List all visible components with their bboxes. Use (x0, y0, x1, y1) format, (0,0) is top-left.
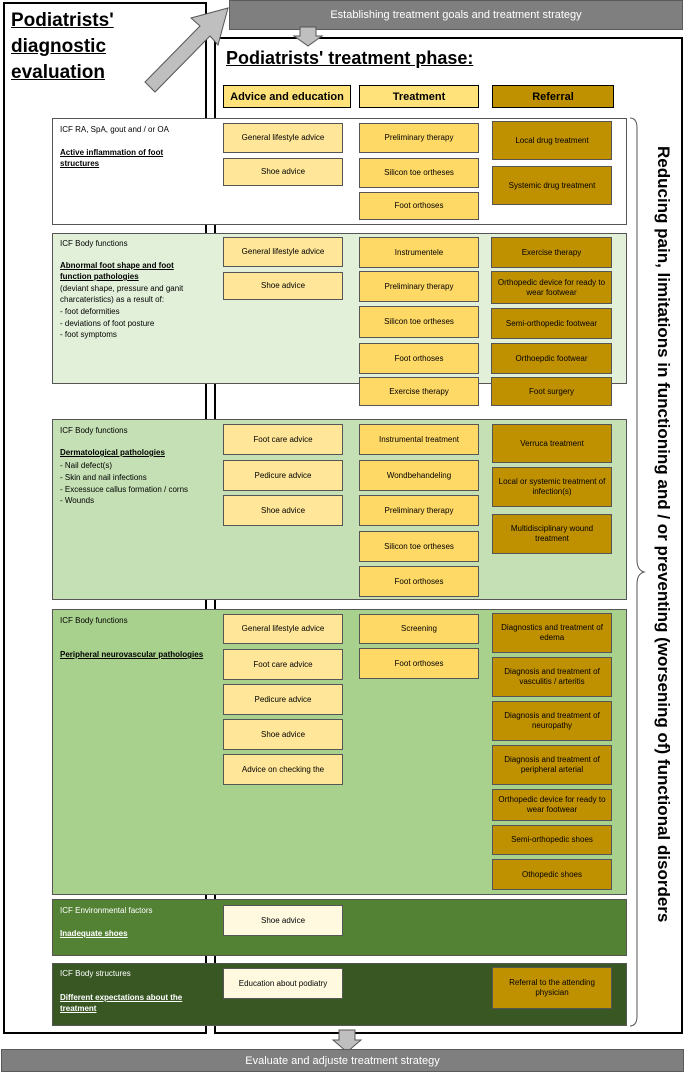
treatment-box: Screening (359, 614, 479, 644)
bottom-banner-text: Evaluate and adjuste treatment strategy (245, 1054, 440, 1067)
treatment-box: Instrumentele (359, 237, 479, 268)
advice-box: Foot care advice (223, 424, 343, 455)
treatment-box: Foot orthoses (359, 648, 479, 679)
section-header: ICF Body functions (60, 426, 128, 435)
referral-box: Semi-orthopedic shoes (492, 825, 612, 855)
section-title: Active inflammation of foot structures (60, 148, 164, 168)
treatment-box: Foot orthoses (359, 343, 479, 374)
advice-box: General lifestyle advice (223, 123, 343, 153)
advice-box: Pedicure advice (223, 684, 343, 715)
section-detail-3: - deviations of foot posture (60, 319, 155, 328)
section-title: Different expectations about the treatme… (60, 993, 183, 1013)
column-header-referral: Referral (492, 85, 614, 108)
advice-box: Pedicure advice (223, 460, 343, 491)
section-detail-2: - foot deformities (60, 307, 120, 316)
section-detail-3: - Wounds (60, 496, 95, 505)
section-header: ICF Body structures (60, 969, 131, 978)
referral-box: Local or systemic treatment of infection… (492, 467, 612, 507)
top-banner: Establishing treatment goals and treatme… (229, 0, 683, 30)
section-title: Dermatological pathologies (60, 448, 165, 457)
referral-box: Diagnosis and treatment of peripheral ar… (492, 745, 612, 785)
section-detail-4: - foot symptoms (60, 330, 117, 339)
treatment-box: Exercise therapy (359, 377, 479, 406)
treatment-box: Preliminary therapy (359, 495, 479, 526)
referral-box: Orthoepdic footwear (491, 343, 612, 374)
referral-box: Multidisciplinary wound treatment (492, 514, 612, 554)
treatment-box: Instrumental treatment (359, 424, 479, 455)
advice-box: Advice on checking the (223, 754, 343, 785)
referral-box: Semi-orthopedic footwear (491, 308, 612, 339)
column-header-treatment: Treatment (359, 85, 479, 108)
section-detail-1: charcateristics) as a result of: (60, 295, 165, 304)
treatment-box: Silicon toe ortheses (359, 531, 479, 562)
treatment-box: Silicon toe ortheses (359, 158, 479, 188)
advice-box: Shoe advice (223, 495, 343, 526)
advice-box: Foot care advice (223, 649, 343, 680)
referral-box: Systemic drug treatment (492, 166, 612, 205)
section-header: ICF Body functions (60, 239, 128, 248)
referral-box: Local drug treatment (492, 121, 612, 160)
section-detail-2: - Excessuce callus formation / corns (60, 485, 189, 494)
referral-box: Diagnosis and treatment of neuropathy (492, 701, 612, 741)
section-header: ICF Environmental factors (60, 906, 153, 915)
section-title: Peripheral neurovascular pathologies (60, 650, 204, 659)
advice-box: Shoe advice (223, 158, 343, 186)
advice-box: Shoe advice (223, 272, 343, 300)
advice-box: Shoe advice (223, 905, 343, 936)
section-header: ICF RA, SpA, gout and / or OA (60, 125, 169, 134)
top-banner-text: Establishing treatment goals and treatme… (330, 9, 582, 21)
column-header-advice: Advice and education (223, 85, 351, 108)
section-header: ICF Body functions (60, 616, 128, 625)
treatment-box: Wondbehandeling (359, 460, 479, 491)
section-detail-0: - Nail defect(s) (60, 461, 113, 470)
side-goal-label: Reducing pain, limitations in functionin… (643, 146, 683, 964)
side-goal-text: Reducing pain, limitations in functionin… (654, 146, 673, 923)
referral-box: Othopedic shoes (492, 859, 612, 890)
diagnostic-evaluation-title: Podiatrists' diagnostic evaluation (11, 10, 114, 83)
section-title: Inadequate shoes (60, 929, 128, 938)
section-detail-1: - Skin and nail infections (60, 473, 147, 482)
bottom-banner: Evaluate and adjuste treatment strategy (1, 1049, 684, 1072)
advice-box: General lifestyle advice (223, 614, 343, 644)
treatment-box: Preliminary therapy (359, 271, 479, 302)
referral-box: Diagnostics and treatment of edema (492, 613, 612, 653)
referral-box: Foot surgery (491, 377, 612, 406)
treatment-box: Silicon toe ortheses (359, 306, 479, 338)
referral-box: Diagnosis and treatment of vasculitis / … (492, 657, 612, 697)
section-detail-0: (deviant shape, pressure and ganit (60, 284, 184, 293)
referral-box: Referral to the attending physician (492, 967, 612, 1009)
referral-box: Verruca treatment (492, 424, 612, 463)
advice-box: Shoe advice (223, 719, 343, 750)
referral-box: Orthopedic device for ready to wear foot… (492, 789, 612, 821)
treatment-phase-title: Podiatrists' treatment phase: (226, 48, 474, 68)
referral-box: Orthopedic device for ready to wear foot… (491, 271, 612, 304)
treatment-box: Foot orthoses (359, 566, 479, 597)
advice-box: General lifestyle advice (223, 237, 343, 267)
referral-box: Exercise therapy (491, 237, 612, 268)
treatment-box: Preliminary therapy (359, 123, 479, 153)
advice-box: Education about podiatry (223, 968, 343, 999)
section-title: Abnormal foot shape and foot function pa… (60, 261, 174, 281)
treatment-box: Foot orthoses (359, 192, 479, 220)
